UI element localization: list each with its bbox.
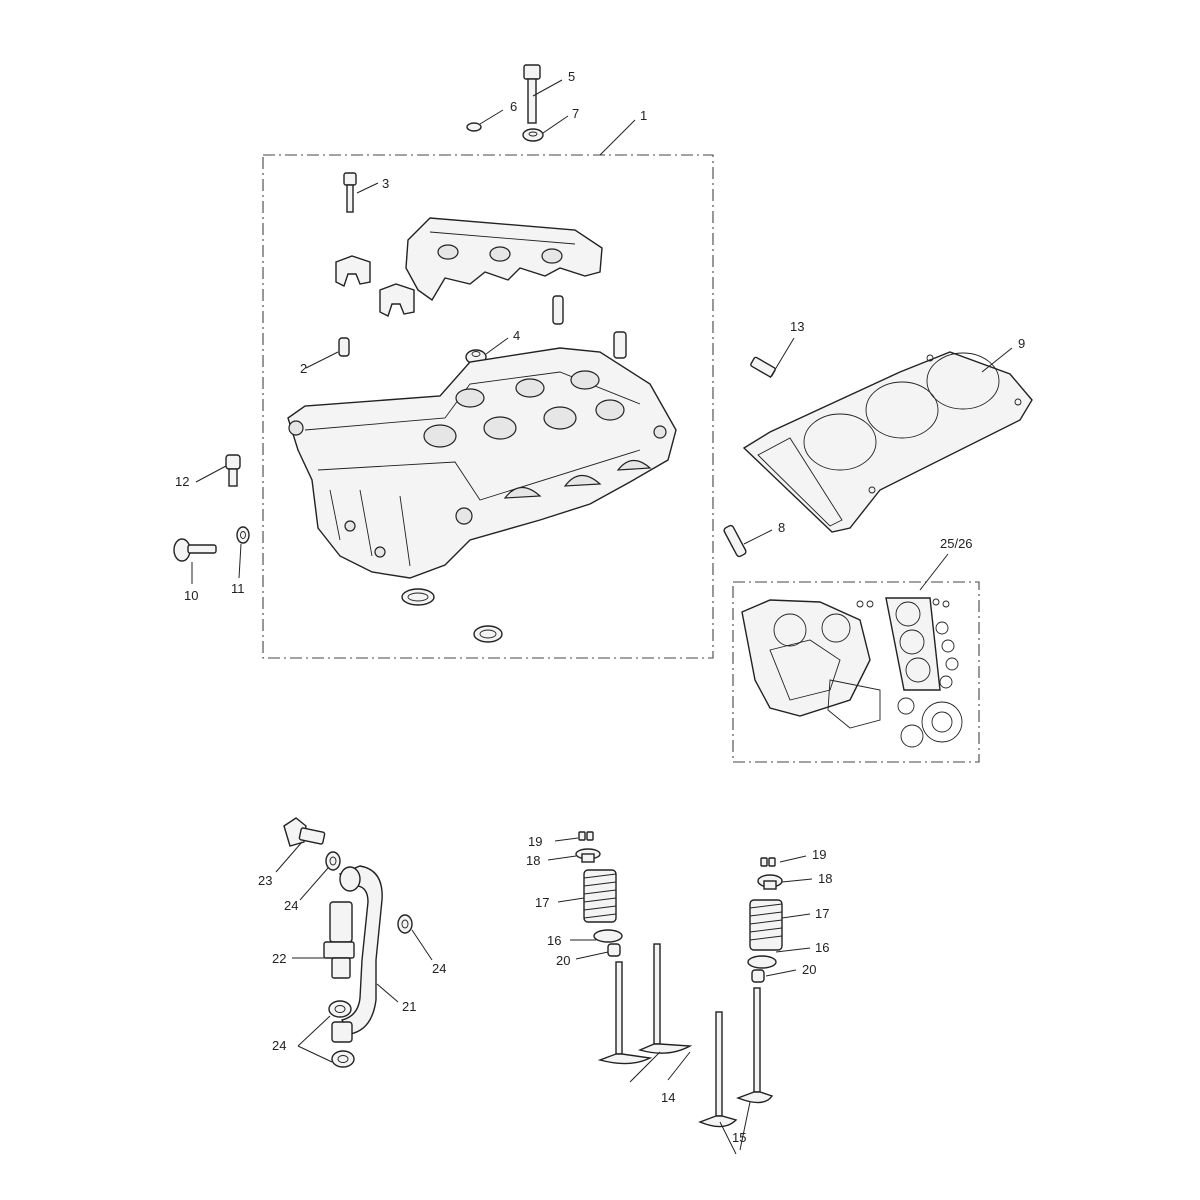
callout-25-26: 25/26 [940,536,973,551]
callout-22: 22 [272,951,286,966]
callout-24-lower: 24 [272,1038,286,1053]
bolt-part-10[interactable] [173,538,217,562]
valve-left-1[interactable] [597,961,653,1065]
camshaft-carrier[interactable] [405,217,603,302]
port-seal-left[interactable] [401,588,435,606]
callout-20-right: 20 [802,962,816,977]
sealing-washer-part-24-lower-1[interactable] [328,1000,352,1018]
bolt-part-12[interactable] [225,454,241,487]
cylinder-head[interactable] [287,347,677,579]
callout-24-upper: 24 [284,898,298,913]
callout-4: 4 [513,328,520,343]
callout-16-right: 16 [815,940,829,955]
spring-retainer-left[interactable] [575,848,601,863]
spring-seat-left[interactable] [593,929,623,943]
spring-retainer-right[interactable] [757,874,783,890]
port-seal-right[interactable] [473,625,503,643]
union-part-22[interactable] [323,901,355,979]
callout-8: 8 [778,520,785,535]
callout-6: 6 [510,99,517,114]
callout-11: 11 [231,581,245,596]
callout-24-right: 24 [432,961,446,976]
callout-3: 3 [382,176,389,191]
cam-cap-left-upper[interactable] [335,255,371,287]
spring-seat-right[interactable] [747,955,777,969]
dowel-part-2[interactable] [338,337,350,357]
callout-7: 7 [572,106,579,121]
banjo-bolt-part-23[interactable] [283,817,326,847]
tappet-small[interactable] [552,295,564,325]
valve-right-1[interactable] [736,987,774,1104]
sealing-washer-part-24-right[interactable] [397,914,413,934]
valve-left-2[interactable] [637,943,693,1054]
valve-stem-seal-left[interactable] [607,943,621,957]
callout-2: 2 [300,361,307,376]
callout-20-left: 20 [556,953,570,968]
bolt-part-3[interactable] [343,172,357,213]
callout-10: 10 [184,588,198,603]
gasket-set-box [732,581,980,763]
bolt-part-5[interactable] [523,64,541,124]
callout-12: 12 [175,474,189,489]
leader-lines [191,79,1013,1155]
pipe-end-fitting[interactable] [331,1021,353,1043]
head-gasket-part-9[interactable] [742,351,1033,533]
callout-16-left: 16 [547,933,561,948]
callout-19-right: 19 [812,847,826,862]
cylinder-head-assembly-box [262,154,714,659]
callout-labels: 1 2 3 4 5 6 7 8 9 10 11 12 13 14 15 16 1… [175,69,1025,1145]
sealing-washer-part-24-upper[interactable] [325,851,341,871]
callout-14: 14 [661,1090,675,1105]
callout-23: 23 [258,873,272,888]
valve-stem-seal-right[interactable] [751,969,765,983]
valve-spring-right[interactable] [749,899,783,951]
valve-right-2[interactable] [698,1011,738,1128]
valve-collets-right[interactable] [760,857,776,867]
callout-15: 15 [732,1130,746,1145]
callout-18-right: 18 [818,871,832,886]
valve-collets-left[interactable] [578,831,594,841]
cam-cap-left-lower[interactable] [379,283,415,317]
callout-9: 9 [1018,336,1025,351]
callout-17-left: 17 [535,895,549,910]
callout-21: 21 [402,999,416,1014]
callout-18-left: 18 [526,853,540,868]
callout-1: 1 [640,108,647,123]
callout-13: 13 [790,319,804,334]
gasket-set-illustration[interactable] [741,597,963,748]
washer-part-7[interactable] [522,128,544,142]
washer-part-11[interactable] [236,526,250,544]
valve-spring-left[interactable] [583,869,617,923]
dowel-part-8[interactable] [723,524,747,558]
callout-17-right: 17 [815,906,829,921]
callout-19-left: 19 [528,834,542,849]
sealing-washer-part-24-lower-2[interactable] [331,1050,355,1068]
tappet-right[interactable] [613,331,627,359]
callout-5: 5 [568,69,575,84]
o-ring-part-6[interactable] [466,122,482,132]
